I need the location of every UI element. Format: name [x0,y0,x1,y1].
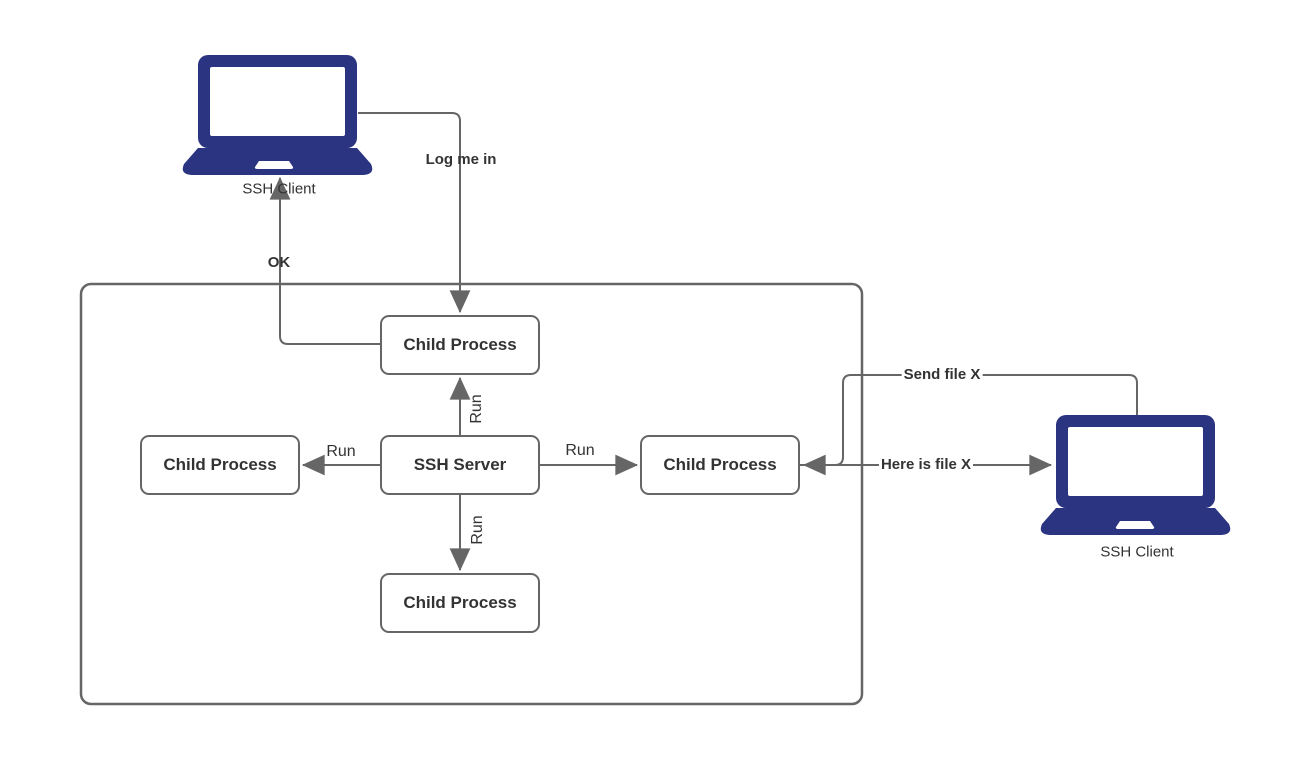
run-down-label: Run [469,515,486,545]
ssh-server-node: SSH Server [380,435,540,495]
ssh-client-right-label: SSH Client [1100,543,1174,561]
here-is-file-label: Here is file X [878,455,974,474]
run-right-label: Run [565,442,595,459]
laptop-icon [182,55,373,175]
child-process-right-node: Child Process [640,435,800,495]
edge-log-me-in [358,112,471,314]
server-host-container [79,282,864,706]
send-file-label: Send file X [901,365,983,384]
ok-label: OK [267,253,291,271]
log-me-in-label: Log me in [425,150,497,168]
edge-ok [269,176,380,345]
child-process-bottom-node: Child Process [380,573,540,633]
edge-send-file [802,374,1138,476]
run-left-label: Run [326,443,356,460]
child-process-top-node: Child Process [380,315,540,375]
ssh-client-left-label: SSH Client [242,180,316,198]
run-up-label: Run [468,394,485,424]
laptop-icon [1040,415,1231,535]
child-process-left-node: Child Process [140,435,300,495]
